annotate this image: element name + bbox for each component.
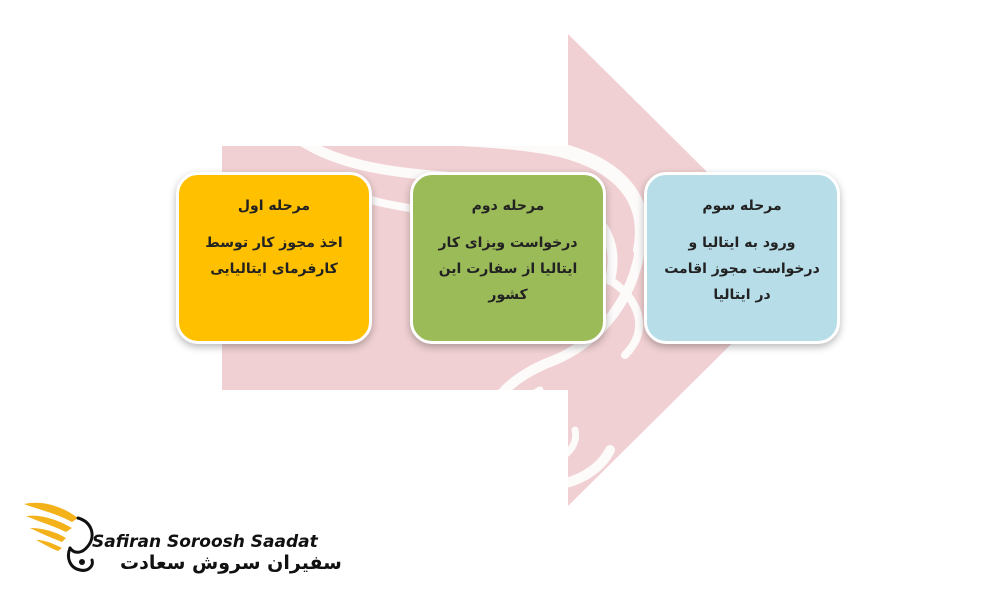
step-3-box: مرحله سوم ورود به ایتالیا و درخواست مجوز…: [644, 172, 840, 344]
step-3-title: مرحله سوم: [702, 198, 782, 214]
step-3-description: ورود به ایتالیا و درخواست مجوز اقامت در …: [664, 235, 820, 303]
step-2-title: مرحله دوم: [471, 198, 545, 214]
step-1-box: مرحله اول اخذ مجوز کار توسط کارفرمای ایت…: [176, 172, 372, 344]
company-logo: Safiran Soroosh Saadat سفیران سروش سعادت: [22, 492, 342, 582]
step-2-box: مرحله دوم درخواست ویزای کار ایتالیا از س…: [410, 172, 606, 344]
step-1-description: اخذ مجوز کار توسط کارفرمای ایتالیایی: [205, 235, 343, 278]
logo-english-name: Safiran Soroosh Saadat: [92, 532, 318, 552]
step-2-description: درخواست ویزای کار ایتالیا از سفارت این ک…: [438, 235, 578, 303]
step-1-title: مرحله اول: [237, 198, 311, 214]
logo-persian-name: سفیران سروش سعادت: [120, 552, 342, 574]
golden-wing-swan-icon: [24, 502, 94, 572]
